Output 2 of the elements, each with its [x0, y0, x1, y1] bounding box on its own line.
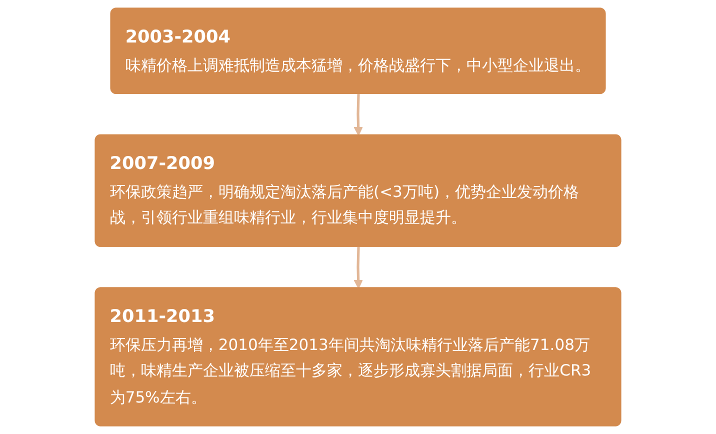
- arrow: [354, 246, 363, 289]
- arrow: [354, 94, 363, 136]
